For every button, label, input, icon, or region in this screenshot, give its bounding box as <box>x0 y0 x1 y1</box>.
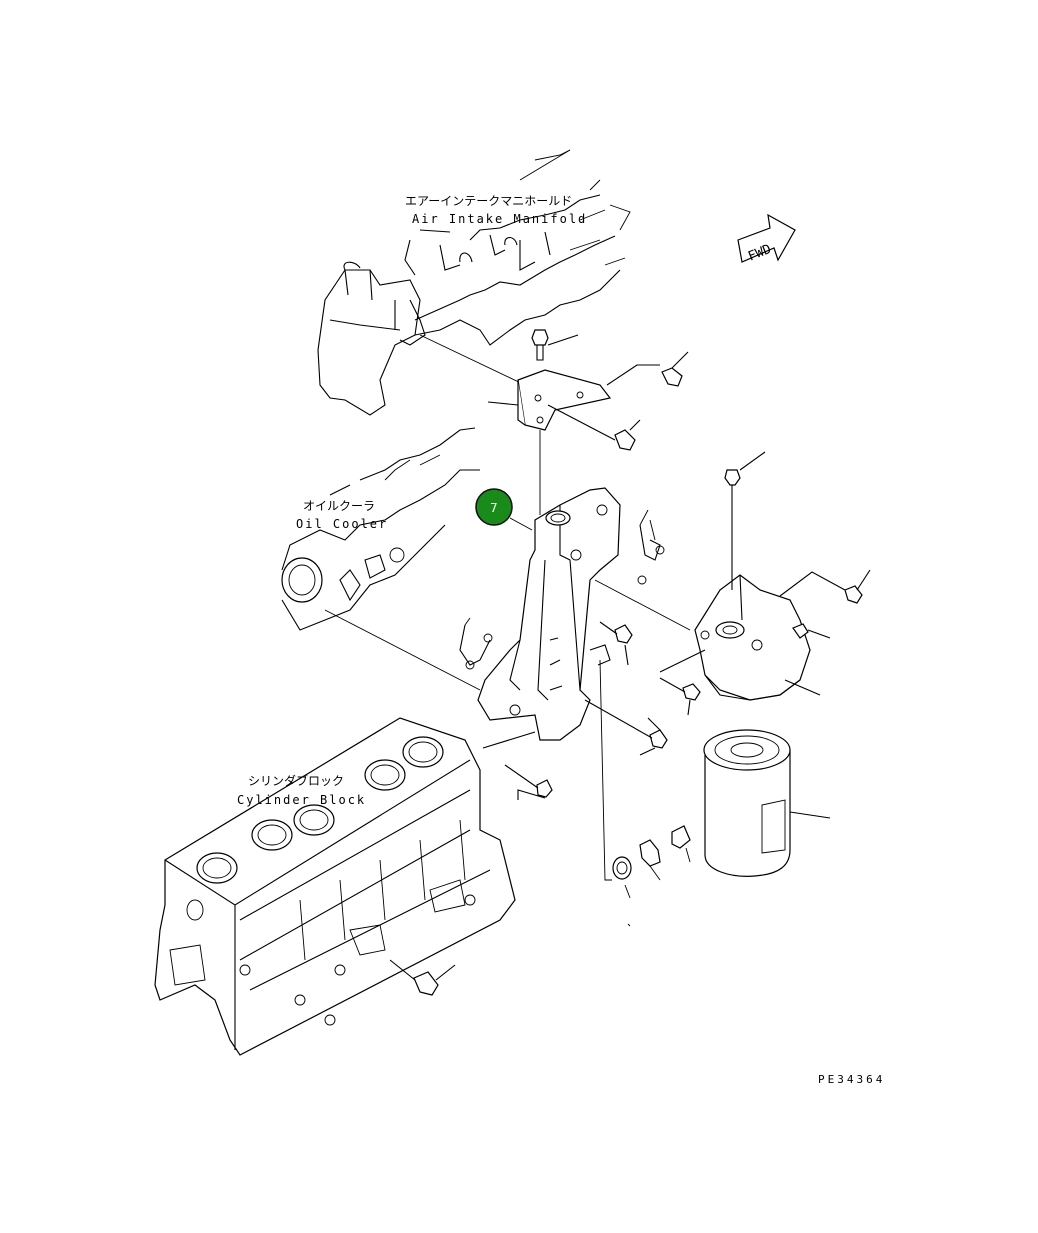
bolt-housing-left <box>482 731 553 800</box>
filter-head <box>694 574 811 701</box>
cap-fitting <box>671 825 691 863</box>
callout-7[interactable]: 7 <box>475 488 513 526</box>
sensor-fitting <box>389 959 456 996</box>
cylinder-block-en-label: Cylinder Block <box>237 793 366 807</box>
oil-cooler-body <box>281 427 480 631</box>
oil-cooler-jp-label: オイルクーラ <box>303 499 375 513</box>
gasket-left <box>459 617 493 670</box>
drain-plug <box>639 839 661 881</box>
air-intake-manifold <box>317 149 631 416</box>
bolt-right-upper <box>661 351 689 387</box>
oil-filter-cartridge <box>703 729 831 877</box>
bolt-housing-upper <box>599 621 633 666</box>
plug-filter <box>792 623 831 639</box>
washer <box>612 856 632 899</box>
part-code: PE34364 <box>818 1073 885 1086</box>
air-intake-jp-label: エアーインテークマニホールド <box>405 194 572 208</box>
bolt-mid-upper <box>547 404 641 451</box>
mounting-bracket <box>487 364 660 431</box>
bolt-top <box>531 329 579 361</box>
fwd-arrow-icon: FWD <box>737 213 796 265</box>
bolt-filter-right <box>779 569 871 604</box>
bolt-housing-right <box>584 699 668 756</box>
oil-cooler-housing <box>477 487 621 741</box>
oil-cooler-en-label: Oil Cooler <box>296 517 388 531</box>
bolt-filter-top <box>724 451 766 590</box>
bolt-filter-left <box>659 649 706 716</box>
callout-number: 7 <box>490 501 498 515</box>
gasket-right <box>637 509 665 585</box>
air-intake-en-label: Air Intake Manifold <box>412 212 587 226</box>
cylinder-block <box>154 717 516 1056</box>
cylinder-block-jp-label: シリンダブロック <box>248 773 344 788</box>
